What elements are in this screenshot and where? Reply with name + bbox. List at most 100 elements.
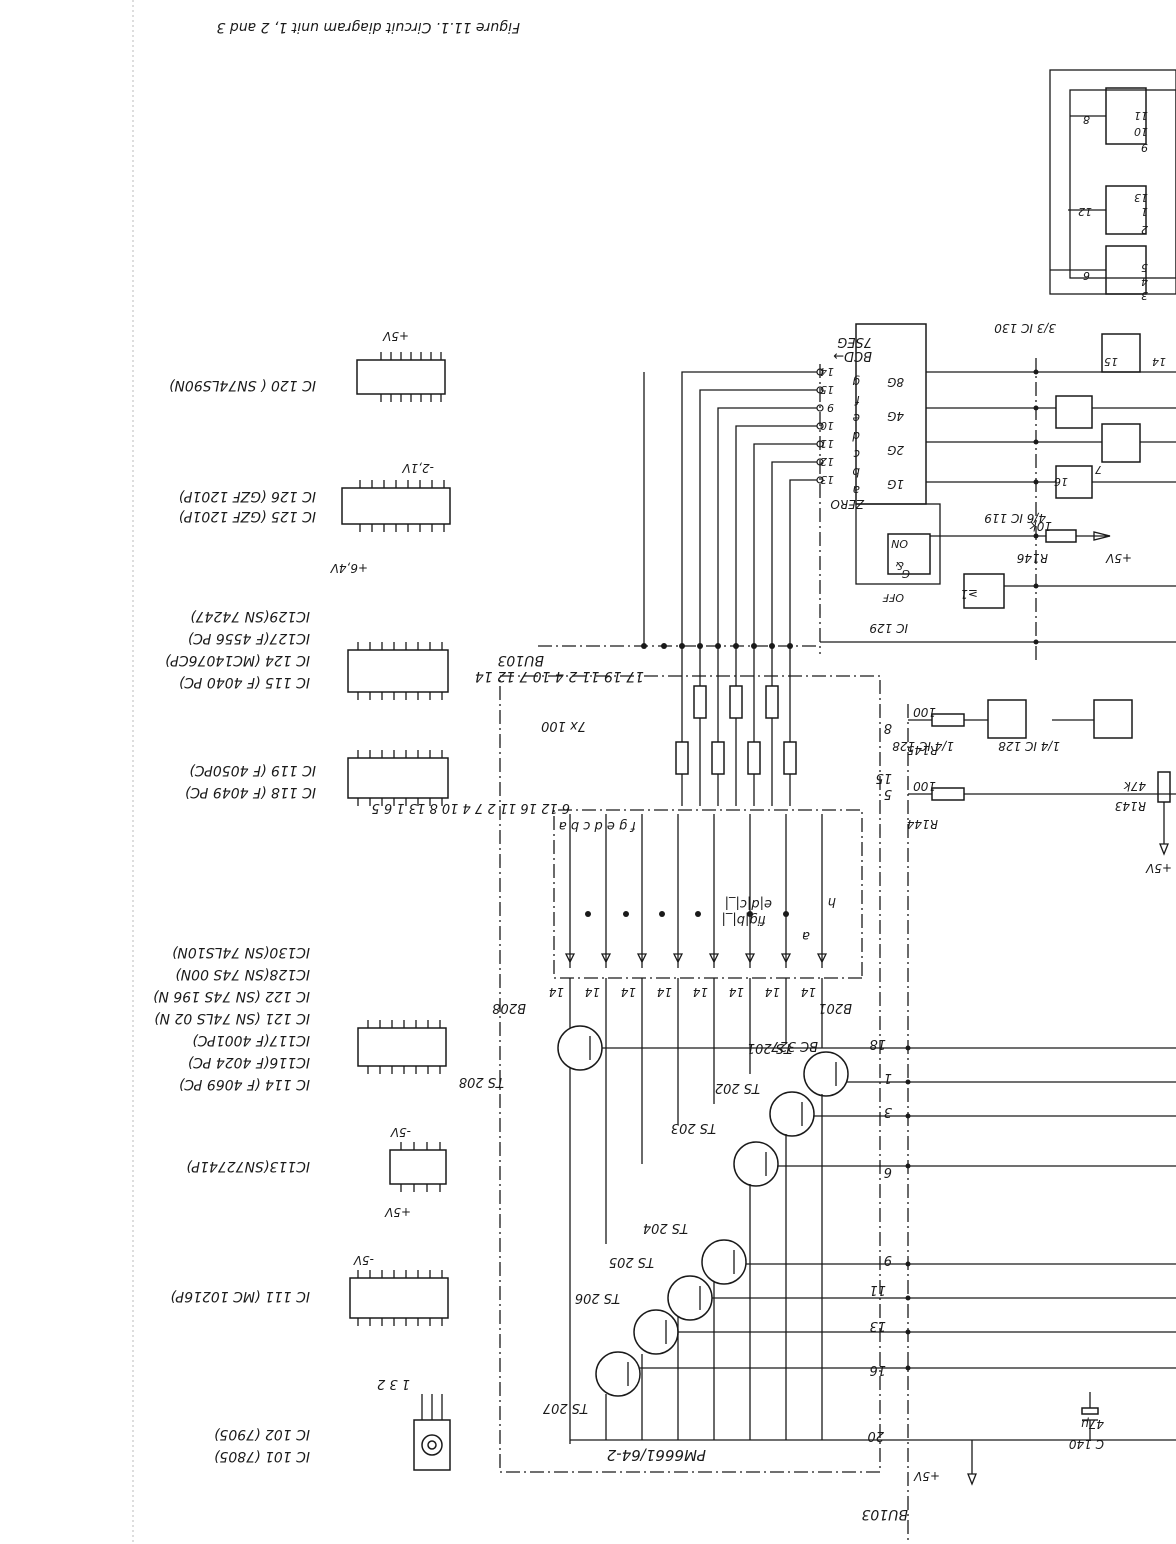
diagram-label: 5 xyxy=(884,786,892,801)
component-body xyxy=(987,699,1027,739)
junction-dot xyxy=(659,911,665,917)
component-body xyxy=(675,741,689,775)
decoder-out-g: g xyxy=(852,375,860,389)
junction-dot xyxy=(803,1051,849,1097)
r146-value: 10k xyxy=(1029,519,1052,533)
gate-pin-11: 11 xyxy=(1134,109,1148,122)
ic113-supply-neg: -5V xyxy=(390,1125,411,1139)
ic-legend: IC 120 ( SN74LS90N) +5V IC 126 (GZF 1201… xyxy=(153,329,451,1471)
ts207-label: TS 207 xyxy=(542,1400,588,1415)
ic128-label: IC128(SN 74S 00N) xyxy=(175,966,310,982)
ts204-label: TS 204 xyxy=(643,1220,688,1235)
decoder-in-2g: 2G xyxy=(887,443,904,457)
wire xyxy=(744,953,756,964)
diagram-label: 18 xyxy=(869,1036,886,1051)
junction-dot xyxy=(1033,439,1039,445)
junction-dot xyxy=(905,1045,911,1051)
decoder-out-a: a xyxy=(853,483,860,497)
component-body xyxy=(1105,245,1147,295)
decoder-title-2: BCD→ xyxy=(833,348,872,363)
resistor-array: 7x 100 17 19 11 2 4 10 7 12 14 xyxy=(475,646,797,806)
gate-pin-2: 2 xyxy=(1141,223,1148,236)
diagram-label: 8 xyxy=(884,720,892,735)
ic126-label: IC 126 (GZF 1201P) xyxy=(179,488,316,504)
capacitor-c140: C 140 47μ xyxy=(1069,1392,1104,1451)
gate-block: 3/3 IC 130 4/6 IC 119 1/4 IC 128 1/4 IC … xyxy=(892,69,1176,753)
component-body xyxy=(783,741,797,775)
component-body xyxy=(1049,69,1176,295)
ic115-label: IC 115 (F 4040 PC) xyxy=(179,674,310,690)
supply-5v-bottom: +5V xyxy=(913,1469,940,1483)
diagram-label: 15 xyxy=(875,770,892,785)
emitter-pin-7: 14 xyxy=(585,985,600,999)
junction-dot xyxy=(557,1025,603,1071)
gate-pin-4: 4 xyxy=(1141,275,1148,288)
board-label: PM6661/64-2 xyxy=(607,1446,706,1464)
bus-pin-labels: 8 15 5 18 1 3 6 9 11 13 16 20 xyxy=(867,720,892,1443)
component-body xyxy=(389,1149,447,1185)
wire: Figure 11.1. Circuit diagram unit 1, 2 a… xyxy=(153,19,1176,1544)
wire xyxy=(717,407,820,646)
ic125-supply: +6,4V xyxy=(330,561,368,575)
ic113-supply-pos: +5V xyxy=(384,1205,411,1219)
ic120-label: IC 120 ( SN74LS90N) xyxy=(169,377,316,393)
junction-dot xyxy=(905,1163,911,1169)
display-digit-box xyxy=(553,809,863,979)
diagram-label: 3 xyxy=(884,1104,892,1119)
wire xyxy=(708,953,720,964)
latch-amp: & xyxy=(895,559,904,572)
ic102-label: IC 102 (7905) xyxy=(214,1426,310,1442)
gate-pin-13: 13 xyxy=(1134,191,1148,204)
wire xyxy=(681,371,820,646)
ic130-label: IC130(SN 74LS10N) xyxy=(172,944,310,960)
bu103-bottom-label: BU103 xyxy=(861,1506,908,1522)
junction-dot xyxy=(905,1295,911,1301)
component-body xyxy=(963,573,1005,609)
ic118-label: IC 118 (F 4049 PC) xyxy=(185,784,316,800)
wire xyxy=(967,1473,977,1486)
latch-on: ON xyxy=(891,537,908,550)
diagram-label: 6 xyxy=(884,1164,892,1179)
wire xyxy=(564,953,576,964)
gate-pin-14: 14 xyxy=(1152,355,1166,368)
diagram-label: 9 xyxy=(884,1252,892,1267)
ic117-label: IC117(F 4001PC) xyxy=(192,1032,310,1048)
decoder-pin-11: 11 xyxy=(820,437,834,450)
r146-label: R146 xyxy=(1016,551,1048,565)
wire xyxy=(816,953,828,964)
r145-value: 100 xyxy=(913,705,936,719)
junction-dot xyxy=(905,1261,911,1267)
ts206-label: TS 206 xyxy=(575,1290,620,1305)
gate-ic128a: 1/4 IC 128 xyxy=(892,739,954,753)
decoder-ic-label: IC 129 xyxy=(869,621,908,635)
gate-pin-12: 12 xyxy=(1078,205,1092,218)
gate-ic130: 3/3 IC 130 xyxy=(994,321,1056,335)
component-body xyxy=(356,359,446,395)
ts205-label: TS 205 xyxy=(609,1254,654,1269)
ic120-supply: +5V xyxy=(382,329,409,343)
wire xyxy=(780,953,792,964)
junction-dot xyxy=(623,911,629,917)
wire xyxy=(699,389,820,646)
r144-label: R144 xyxy=(907,817,938,831)
c140-label: C 140 xyxy=(1069,1437,1104,1451)
decoder-pin-14: 14 xyxy=(820,365,834,378)
segment-pin-row: 6 12 16 11 2 7 4 10 8 13 1 6 5 xyxy=(372,800,570,815)
emitter-pin-5: 14 xyxy=(657,985,672,999)
r146-supply: +5V xyxy=(1105,551,1132,565)
component-body xyxy=(347,757,449,799)
component-body xyxy=(1055,395,1093,429)
ic129-label: IC129(SN 74247) xyxy=(190,608,310,624)
junction-dot xyxy=(585,911,591,917)
b201-label: B201 xyxy=(818,1000,852,1015)
ts203-label: TS 203 xyxy=(671,1120,716,1135)
component-body xyxy=(1069,89,1176,279)
junction-dot xyxy=(595,1351,641,1397)
junction-dot xyxy=(783,911,789,917)
decoder-pin-10: 10 xyxy=(820,419,834,432)
junction-dot xyxy=(695,911,701,917)
decoder-out-c: c xyxy=(853,447,860,461)
gate-pin-3: 3 xyxy=(1141,289,1148,302)
ic113-label: IC113(SN72741P) xyxy=(186,1158,310,1174)
